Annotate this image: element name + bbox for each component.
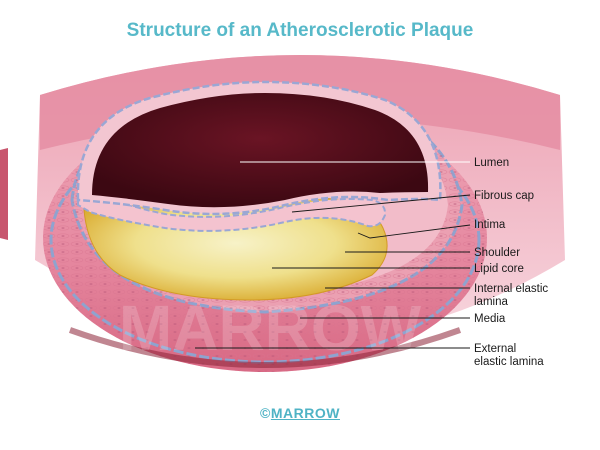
label-internal-elastic-lamina-line1: Internal elastic: [474, 283, 548, 295]
diagram-title: Structure of an Atherosclerotic Plaque: [126, 20, 474, 41]
label-lipid-core: Lipid core: [474, 263, 524, 275]
fibrous-cap: [76, 188, 387, 232]
copyright-footer: ©MARROW: [0, 405, 600, 421]
intima-leader: [357, 224, 471, 239]
label-external-elastic-lamina-line1: External: [474, 343, 516, 355]
copyright-symbol: ©: [260, 405, 271, 421]
left-edge-tissue: [0, 148, 8, 240]
label-external-elastic-lamina-line2: elastic lamina: [474, 356, 544, 368]
svg-text:MARROW: MARROW: [119, 292, 422, 364]
lumen: [92, 93, 429, 208]
label-internal-elastic-lamina-line2: lamina: [474, 296, 508, 308]
label-media: Media: [474, 313, 506, 325]
label-fibrous-cap: Fibrous cap: [474, 190, 534, 202]
label-shoulder: Shoulder: [474, 247, 520, 259]
label-lumen: Lumen: [474, 157, 509, 169]
label-intima: Intima: [474, 219, 506, 231]
fibrous-cap-leader: [291, 194, 471, 213]
brand-name: MARROW: [270, 405, 340, 421]
